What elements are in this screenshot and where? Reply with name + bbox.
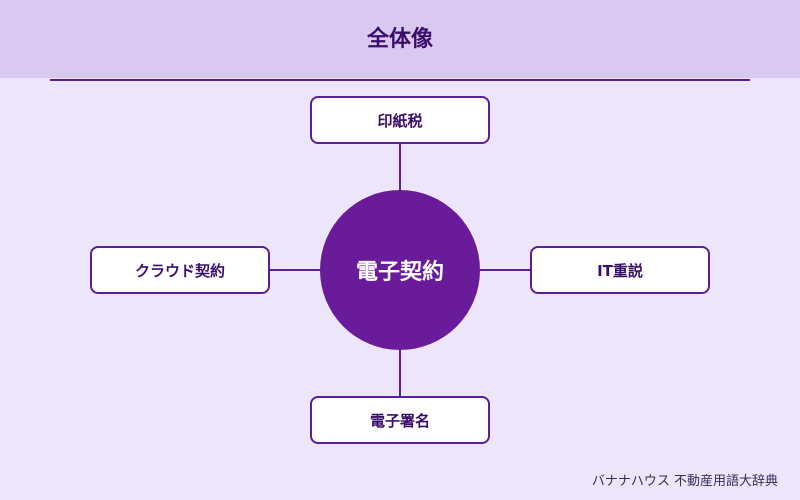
header-band: 全体像 (0, 0, 800, 78)
footer-credit: バナナハウス 不動産用語大辞典 (591, 474, 778, 489)
connector-bottom (399, 349, 401, 397)
connector-left (269, 269, 321, 271)
node-left: クラウド契約 (90, 246, 270, 294)
center-node: 電子契約 (320, 190, 480, 350)
center-node-label: 電子契約 (355, 260, 444, 285)
header-divider (50, 79, 750, 81)
connector-right (479, 269, 531, 271)
connector-top (399, 143, 401, 191)
node-bottom: 電子署名 (310, 396, 490, 444)
node-right: IT重説 (530, 246, 710, 294)
node-top: 印紙税 (310, 96, 490, 144)
page-title: 全体像 (366, 27, 433, 52)
